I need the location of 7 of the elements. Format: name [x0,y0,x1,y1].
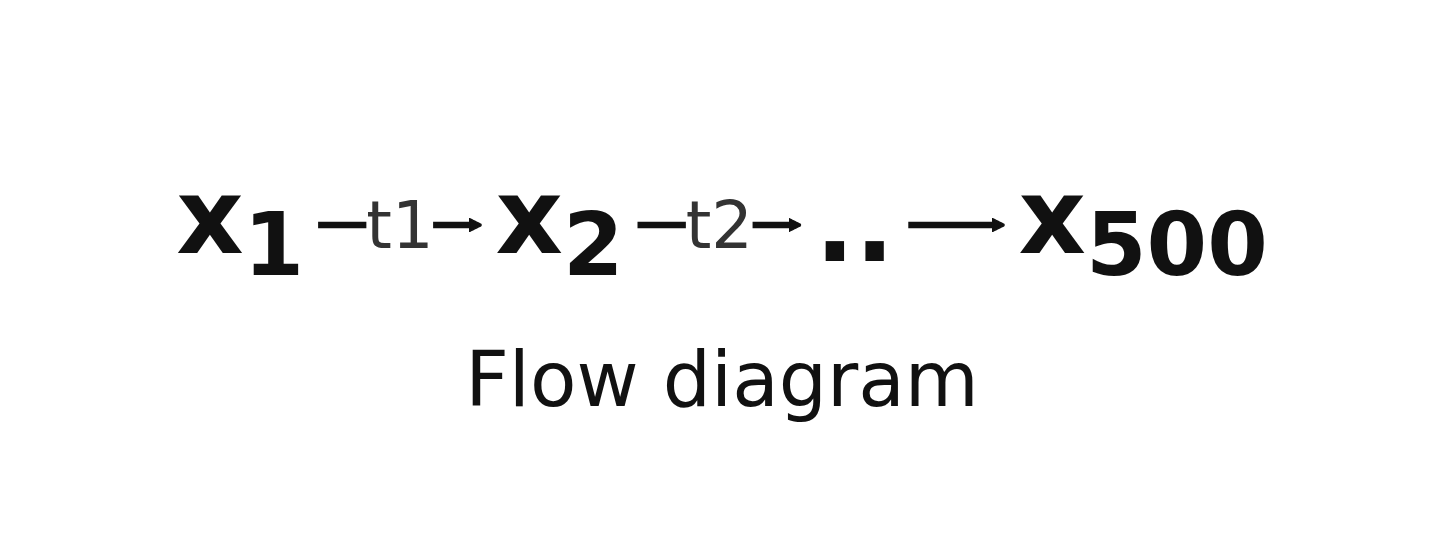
edge-label: t2 [685,187,753,263]
node-text: x$_{500}$ [1018,156,1268,297]
edge-label: t1 [366,187,434,263]
caption: Flow diagram [464,335,980,424]
node-text: x$_{2}$ [495,156,624,297]
node-text: x$_{1}$ [176,156,305,297]
node-text: .. [814,164,895,286]
